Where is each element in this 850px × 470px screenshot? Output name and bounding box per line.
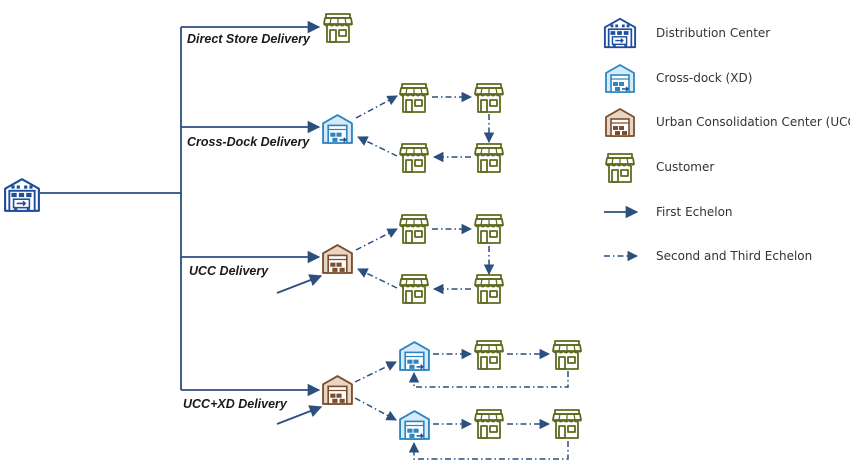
- ucc-customer-1-icon: [399, 214, 429, 244]
- ucc-xd-customer-top-1-icon: [474, 340, 504, 370]
- edge-xd-to-c1: [355, 95, 398, 119]
- edge-xdt-return: [408, 371, 569, 388]
- legend-customer-icon: [605, 153, 635, 183]
- legend-cross-dock-icon: [605, 64, 635, 93]
- xd-customer-1-icon: [399, 83, 429, 113]
- legend: Distribution Center Cross-dock (XD) Urba…: [603, 17, 850, 263]
- ucc-xd-cross-dock-bottom-icon: [399, 410, 430, 440]
- distribution-center-icon: [4, 178, 40, 213]
- second-third-echelon-lines: [354, 91, 569, 460]
- branch-label-ucc: UCC Delivery: [189, 264, 269, 278]
- legend-label-ucc: Urban Consolidation Center (UCC): [656, 115, 850, 129]
- edge-uccxd-to-xd-bottom: [354, 397, 397, 421]
- ucc-icon: [322, 244, 353, 274]
- legend-distribution-center-icon: [603, 17, 637, 49]
- ucc-xd-customer-bottom-2-icon: [552, 409, 582, 439]
- branch-label-ucc-xd: UCC+XD Delivery: [183, 397, 288, 411]
- xd-customer-4-icon: [399, 143, 429, 173]
- ucc-xd-ucc-icon: [322, 375, 353, 405]
- branch-label-cross-dock: Cross-Dock Delivery: [187, 135, 310, 149]
- legend-label-second-third-echelon: Second and Third Echelon: [656, 249, 812, 263]
- ucc-xd-customer-top-2-icon: [552, 340, 582, 370]
- ucc-customer-2-icon: [474, 214, 504, 244]
- ucc-xd-cross-dock-top-icon: [399, 341, 430, 371]
- edge-uccxd-to-xd-top: [354, 361, 397, 383]
- ucc-customer-4-icon: [399, 274, 429, 304]
- xd-customer-2-icon: [474, 83, 504, 113]
- edge-c4-to-xd: [357, 136, 398, 157]
- edge-ucc-to-c1: [355, 228, 398, 251]
- legend-label-customer: Customer: [656, 160, 714, 174]
- ucc-customer-3-icon: [474, 274, 504, 304]
- cross-dock-icon: [322, 114, 353, 144]
- legend-label-first-echelon: First Echelon: [656, 205, 733, 219]
- first-echelon-lines: [40, 20, 323, 425]
- dsd-customer-icon: [323, 13, 353, 43]
- branch-label-direct-store: Direct Store Delivery: [187, 32, 311, 46]
- edge-xdb-return: [408, 441, 569, 460]
- xd-customer-3-icon: [474, 143, 504, 173]
- legend-label-distribution-center: Distribution Center: [656, 26, 770, 40]
- external-inflow-ucc-xd: [276, 405, 323, 425]
- edge-uc4-to-ucc: [357, 268, 398, 289]
- ucc-xd-customer-bottom-1-icon: [474, 409, 504, 439]
- legend-ucc-icon: [605, 108, 635, 137]
- external-inflow-ucc: [276, 274, 323, 294]
- legend-label-cross-dock: Cross-dock (XD): [656, 71, 752, 85]
